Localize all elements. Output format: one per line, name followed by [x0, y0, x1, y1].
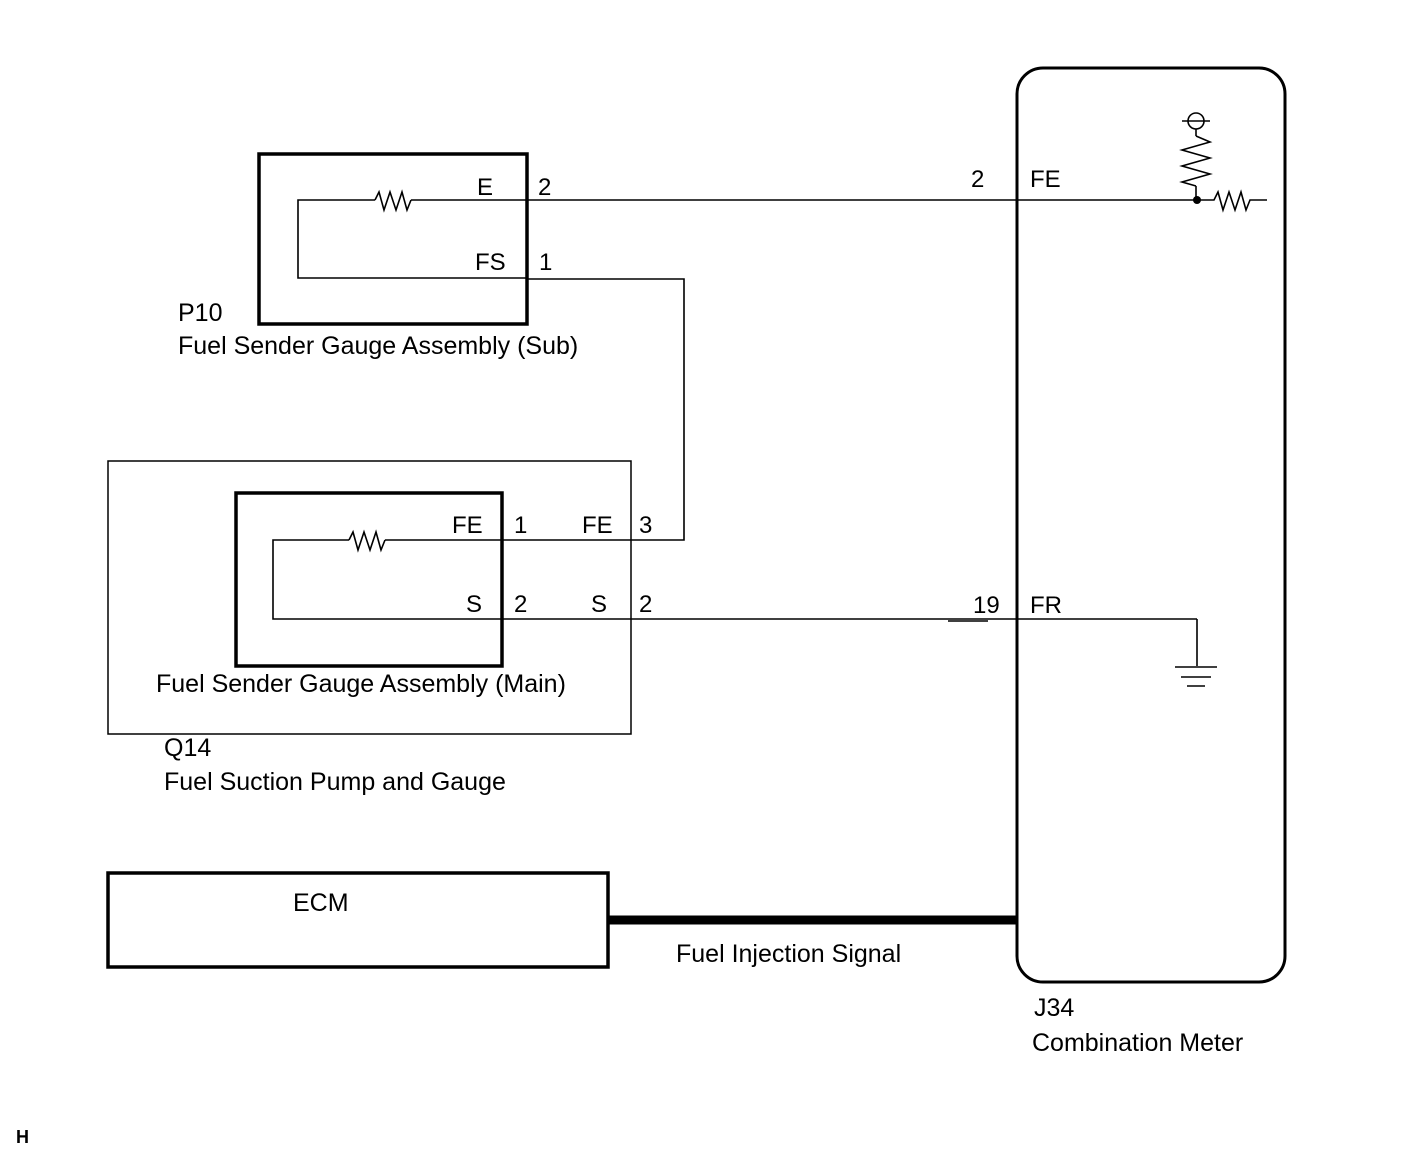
- j34-box: [1015, 66, 1287, 984]
- p10-box: [257, 152, 529, 326]
- q14-code: Q14: [164, 734, 211, 762]
- q14-pin-s-number: 2: [639, 591, 652, 618]
- q14-box: [107, 460, 632, 735]
- j34-pin-fr-number: 19: [973, 592, 1000, 619]
- junction-dot-icon: [1193, 196, 1201, 204]
- p10-internal-circuit: [297, 189, 527, 279]
- p10-name: Fuel Sender Gauge Assembly (Sub): [178, 332, 578, 360]
- p10-resistor-icon: [374, 189, 412, 213]
- wire-p10-fs-to-q14-fe: [502, 278, 685, 541]
- main-sender-name: Fuel Sender Gauge Assembly (Main): [156, 670, 566, 698]
- q14-pin-s-name: S: [591, 591, 607, 618]
- main-sender-pin-s-name: S: [466, 591, 482, 618]
- j34-internal-circuit: [1179, 112, 1267, 213]
- fuel-injection-signal-label: Fuel Injection Signal: [676, 940, 901, 968]
- p10-pin-fs-name: FS: [475, 249, 506, 276]
- q14-pin-fe-number: 3: [639, 512, 652, 539]
- q14-pin-fe-name: FE: [582, 512, 613, 539]
- j34-code: J34: [1034, 994, 1074, 1022]
- main-sender-pin-fe-number: 1: [514, 512, 527, 539]
- p10-pin-e-name: E: [477, 174, 493, 201]
- main-sender-box: [234, 491, 504, 668]
- corner-mark: H: [16, 1127, 29, 1147]
- ecm-name: ECM: [293, 889, 349, 917]
- main-sender-resistor-icon: [348, 529, 386, 553]
- j34-name: Combination Meter: [1032, 1029, 1243, 1057]
- j34-pin-fe-name: FE: [1030, 166, 1061, 193]
- p10-pin-e-number: 2: [538, 174, 551, 201]
- p10-pin-fs-number: 1: [539, 249, 552, 276]
- p10-code: P10: [178, 299, 222, 327]
- ecm-box: [106, 871, 610, 969]
- wires: [502, 199, 1198, 666]
- ground-icon: [1175, 666, 1217, 687]
- j34-pin-fr-name: FR: [1030, 592, 1062, 619]
- main-sender-pin-fe-name: FE: [452, 512, 483, 539]
- j34-vertical-resistor-icon: [1179, 135, 1213, 187]
- main-sender-pin-s-number: 2: [514, 591, 527, 618]
- j34-pin-fe-number: 2: [971, 166, 984, 193]
- q14-name: Fuel Suction Pump and Gauge: [164, 768, 506, 796]
- main-sender-internal-circuit: [272, 529, 502, 620]
- j34-horizontal-resistor-icon: [1197, 189, 1267, 213]
